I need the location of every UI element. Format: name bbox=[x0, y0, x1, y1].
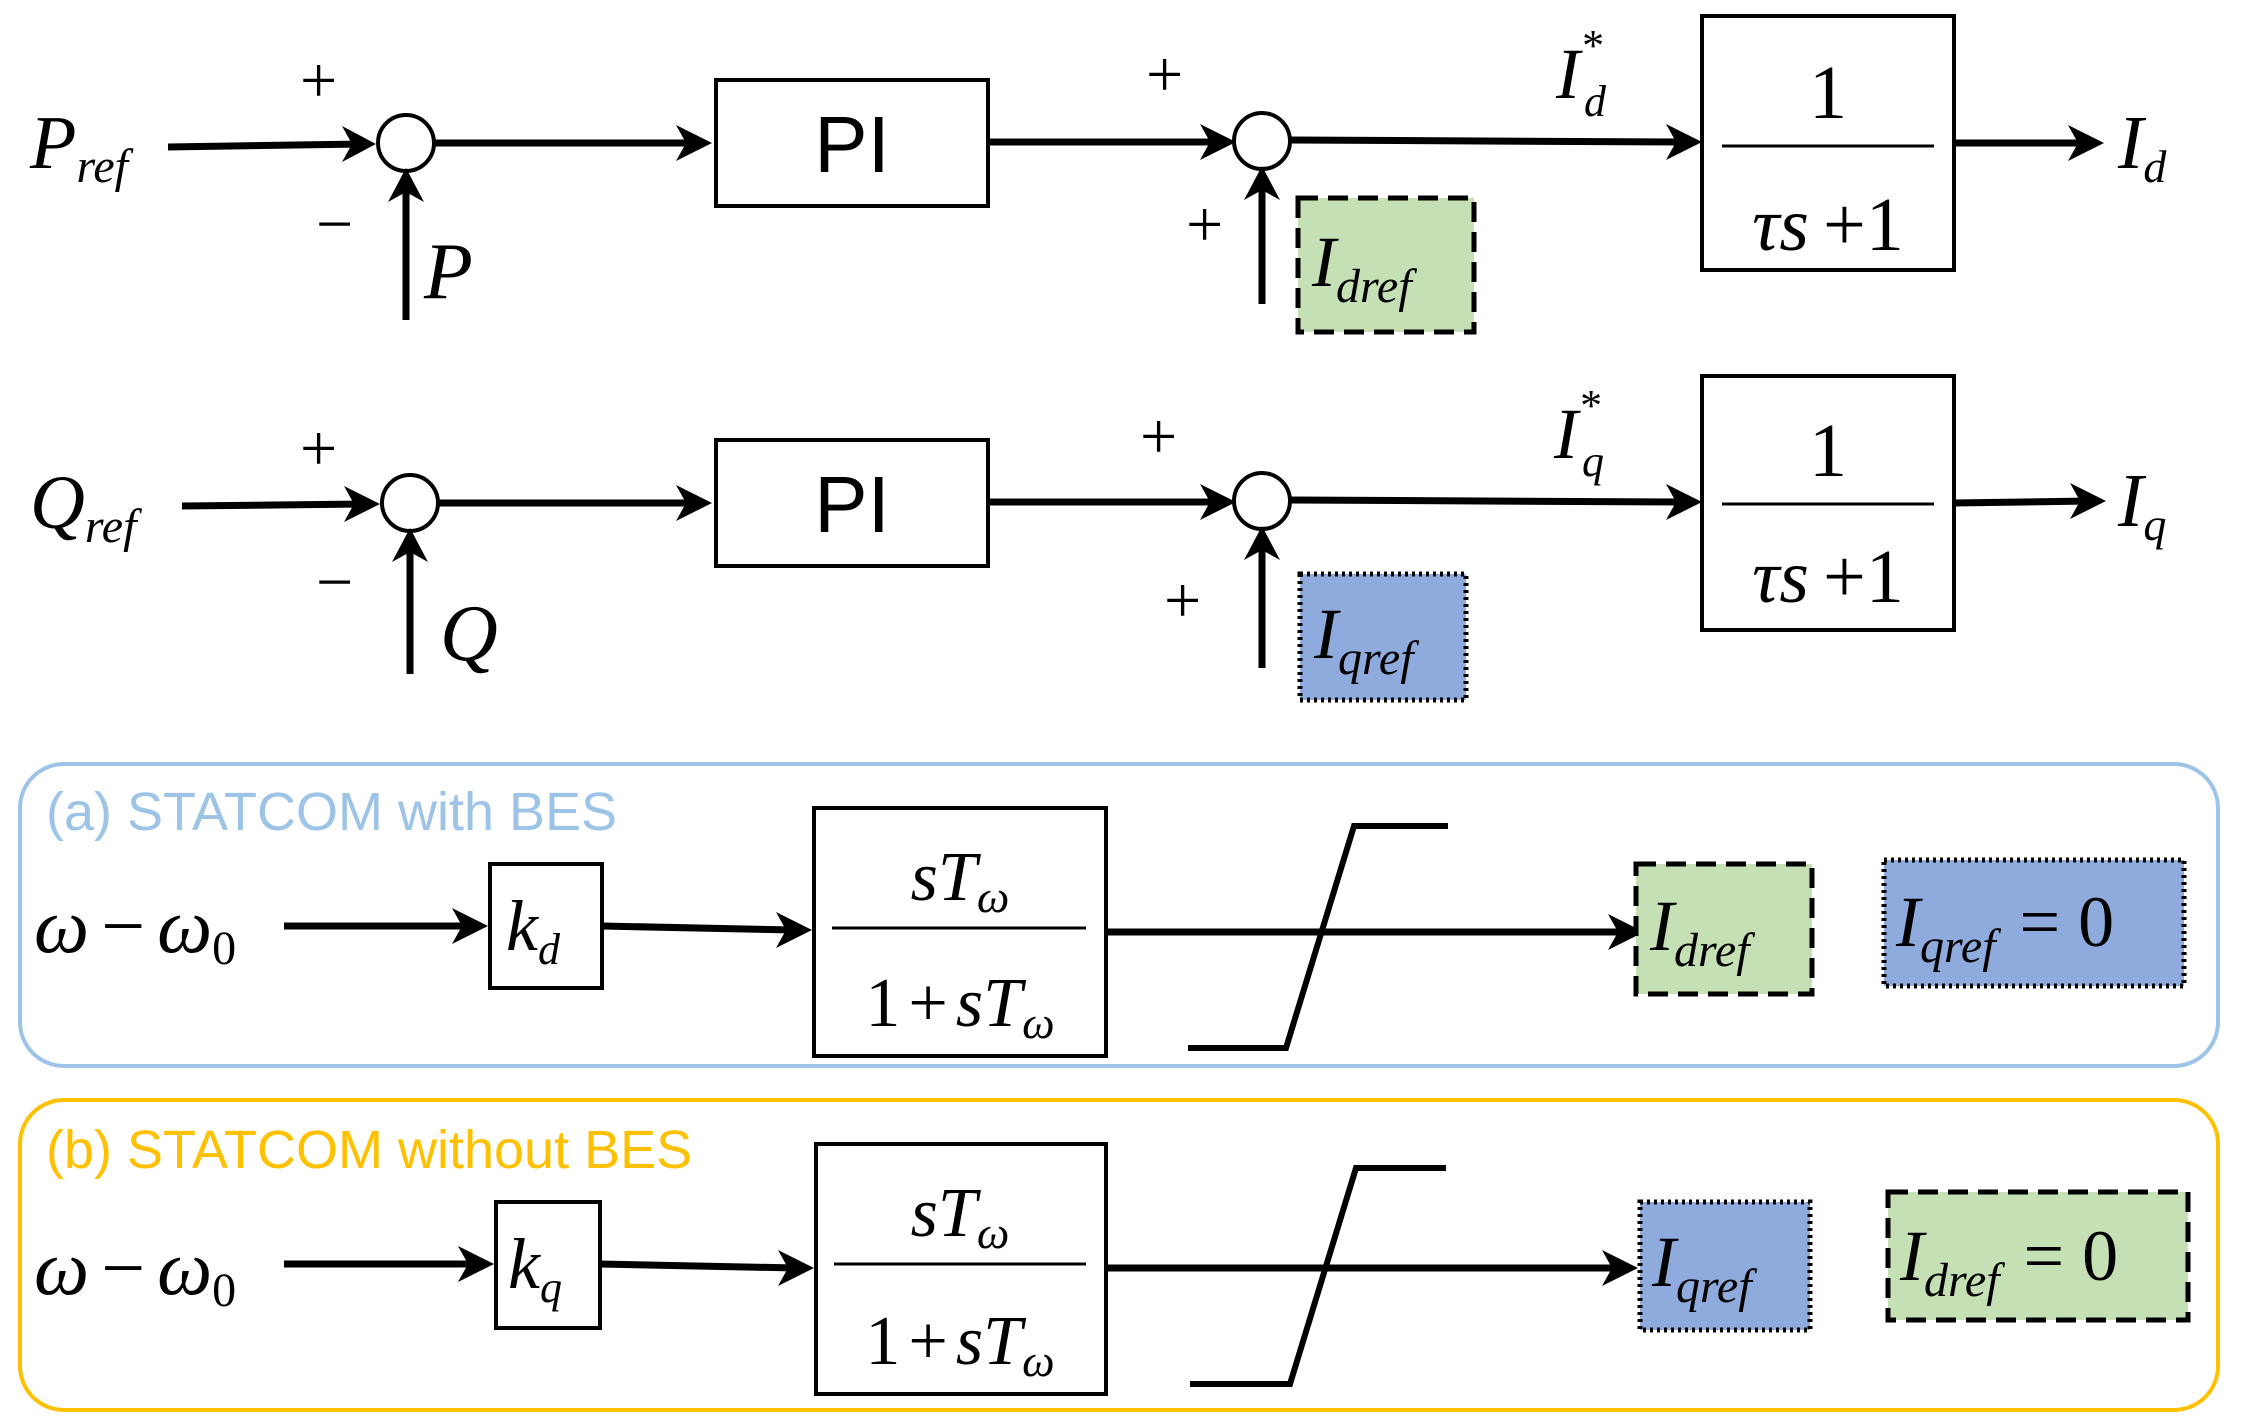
panel-b-washout-block bbox=[814, 1142, 1108, 1396]
tf-denominator-q: τs+1 bbox=[1752, 535, 1904, 619]
idref-feed-arrowhead bbox=[1244, 166, 1280, 200]
panel-a-washout-denominator: 1+sTω bbox=[865, 965, 1054, 1048]
sum2-plus-left: + bbox=[1186, 188, 1223, 261]
panel-b-idref-zero-box bbox=[1885, 1189, 2191, 1323]
pref-wire bbox=[167, 140, 363, 151]
id-output-label: Id bbox=[2117, 101, 2167, 192]
iq-star-label: I*q bbox=[1553, 381, 1604, 486]
tf-numerator-d: 1 bbox=[1809, 51, 1847, 135]
q-axis-loop: Qref + − Q PI + + Iqref I*q 1 τs+1 Iq bbox=[30, 374, 2166, 703]
pi-label-d: PI bbox=[814, 100, 890, 189]
panel-b-limiter bbox=[1190, 1165, 1446, 1387]
panel-b-frame bbox=[18, 1098, 2220, 1412]
panel-a-washout-numerator: sTω bbox=[911, 839, 1010, 922]
panel-a-gain-block bbox=[488, 862, 604, 990]
panel-a-limiter bbox=[1188, 823, 1448, 1051]
panel-b: (b) STATCOM without BES ω−ω0 kq sTω 1+sT… bbox=[18, 1098, 2220, 1412]
panel-a-gain-label: kd bbox=[506, 886, 561, 974]
panel-a-output-arrowhead bbox=[1608, 914, 1644, 950]
iq-output-label: Iq bbox=[2117, 459, 2166, 550]
output-arrowhead-d bbox=[2068, 125, 2104, 161]
pi-arrowhead bbox=[676, 125, 712, 161]
panel-a-gain-to-washout-wire bbox=[601, 922, 795, 934]
pref-arrowhead bbox=[342, 126, 376, 162]
qref-wire bbox=[181, 500, 365, 510]
panel-b-iqref-label: Iqref bbox=[1651, 1222, 1757, 1313]
p-feedback-label: P bbox=[423, 228, 473, 316]
summing-junction-2 bbox=[1232, 111, 1292, 171]
panel-b-gain-to-washout-wire bbox=[599, 1260, 797, 1272]
panel-b-washout-denominator: 1+sTω bbox=[865, 1303, 1054, 1386]
tf-q-arrowhead bbox=[1666, 484, 1702, 520]
panel-a-frame bbox=[18, 762, 2220, 1068]
summing-junction-4 bbox=[1232, 471, 1292, 531]
panel-a-iqref-zero-box bbox=[1881, 857, 2187, 989]
panel-b-iqref-box bbox=[1637, 1199, 1813, 1333]
id-star-label: I*d bbox=[1555, 21, 1607, 126]
summing-junction-1 bbox=[376, 113, 436, 173]
panel-b-washout-arrowhead bbox=[778, 1250, 814, 1286]
panel-b-gain-arrowhead bbox=[458, 1246, 494, 1282]
sum2-plus-top: + bbox=[1146, 38, 1183, 111]
sum3-minus-sign: − bbox=[316, 546, 353, 619]
sum4-plus-left: + bbox=[1164, 564, 1201, 637]
pi-label-q: PI bbox=[814, 460, 890, 549]
output-wire-q bbox=[1953, 497, 2091, 507]
panel-a-iqref-zero-label: Iqref= 0 bbox=[1895, 882, 2114, 973]
tf-denominator-d: τs+1 bbox=[1752, 183, 1904, 267]
tf-block-d bbox=[1700, 14, 1956, 272]
qref-arrowhead bbox=[344, 486, 380, 522]
q-feedback-label: Q bbox=[440, 590, 498, 678]
panel-a: (a) STATCOM with BES ω−ω0 kd sTω 1+sTω I… bbox=[18, 762, 2220, 1068]
sum1-minus-sign: − bbox=[316, 188, 353, 261]
panel-a-title: (a) STATCOM with BES bbox=[46, 782, 617, 842]
tf-arrowhead bbox=[1666, 124, 1702, 160]
sum2-arrowhead bbox=[1200, 124, 1236, 160]
idref-label: Idref bbox=[1311, 222, 1417, 313]
panel-b-gain-block bbox=[494, 1200, 602, 1330]
panel-b-idref-zero-label: Idref= 0 bbox=[1899, 1216, 2118, 1307]
sum2-to-tf-wire bbox=[1289, 136, 1685, 146]
d-axis-loop: Pref + − P PI + + Idref I*d 1 τs+1 bbox=[29, 14, 2167, 335]
panel-a-gain-arrowhead bbox=[452, 908, 488, 944]
sum4-plus-top: + bbox=[1140, 400, 1177, 473]
output-arrowhead-q bbox=[2070, 483, 2106, 519]
sum3-plus-sign: + bbox=[300, 412, 337, 485]
panel-b-title: (b) STATCOM without BES bbox=[46, 1120, 692, 1180]
q-feedback-arrowhead bbox=[392, 528, 428, 562]
panel-a-idref-label: Idref bbox=[1649, 886, 1755, 977]
pi-block-d bbox=[714, 78, 990, 208]
iqref-label: Iqref bbox=[1313, 594, 1419, 685]
sum4-to-tf-wire bbox=[1289, 496, 1685, 506]
panel-a-idref-box bbox=[1633, 861, 1815, 997]
panel-a-washout-block bbox=[812, 806, 1108, 1058]
sum1-plus-sign: + bbox=[300, 44, 337, 117]
tf-numerator-q: 1 bbox=[1809, 409, 1847, 493]
summing-junction-3 bbox=[380, 473, 440, 533]
sum4-arrowhead bbox=[1200, 484, 1236, 520]
panel-a-input-label: ω−ω0 bbox=[34, 882, 236, 975]
iqref-feed-arrowhead bbox=[1244, 526, 1280, 560]
panel-b-input-label: ω−ω0 bbox=[34, 1224, 236, 1317]
pi-q-arrowhead bbox=[676, 485, 712, 521]
pref-label: Pref bbox=[29, 101, 134, 193]
iqref-box bbox=[1297, 571, 1469, 703]
panel-a-washout-arrowhead bbox=[776, 912, 812, 948]
p-feedback-arrowhead bbox=[388, 168, 424, 202]
idref-box bbox=[1295, 195, 1477, 335]
panel-b-washout-numerator: sTω bbox=[911, 1175, 1010, 1258]
panel-b-gain-label: kq bbox=[508, 1224, 562, 1312]
pi-block-q bbox=[714, 438, 990, 568]
qref-label: Qref bbox=[30, 461, 142, 553]
panel-b-output-arrowhead bbox=[1602, 1250, 1638, 1286]
